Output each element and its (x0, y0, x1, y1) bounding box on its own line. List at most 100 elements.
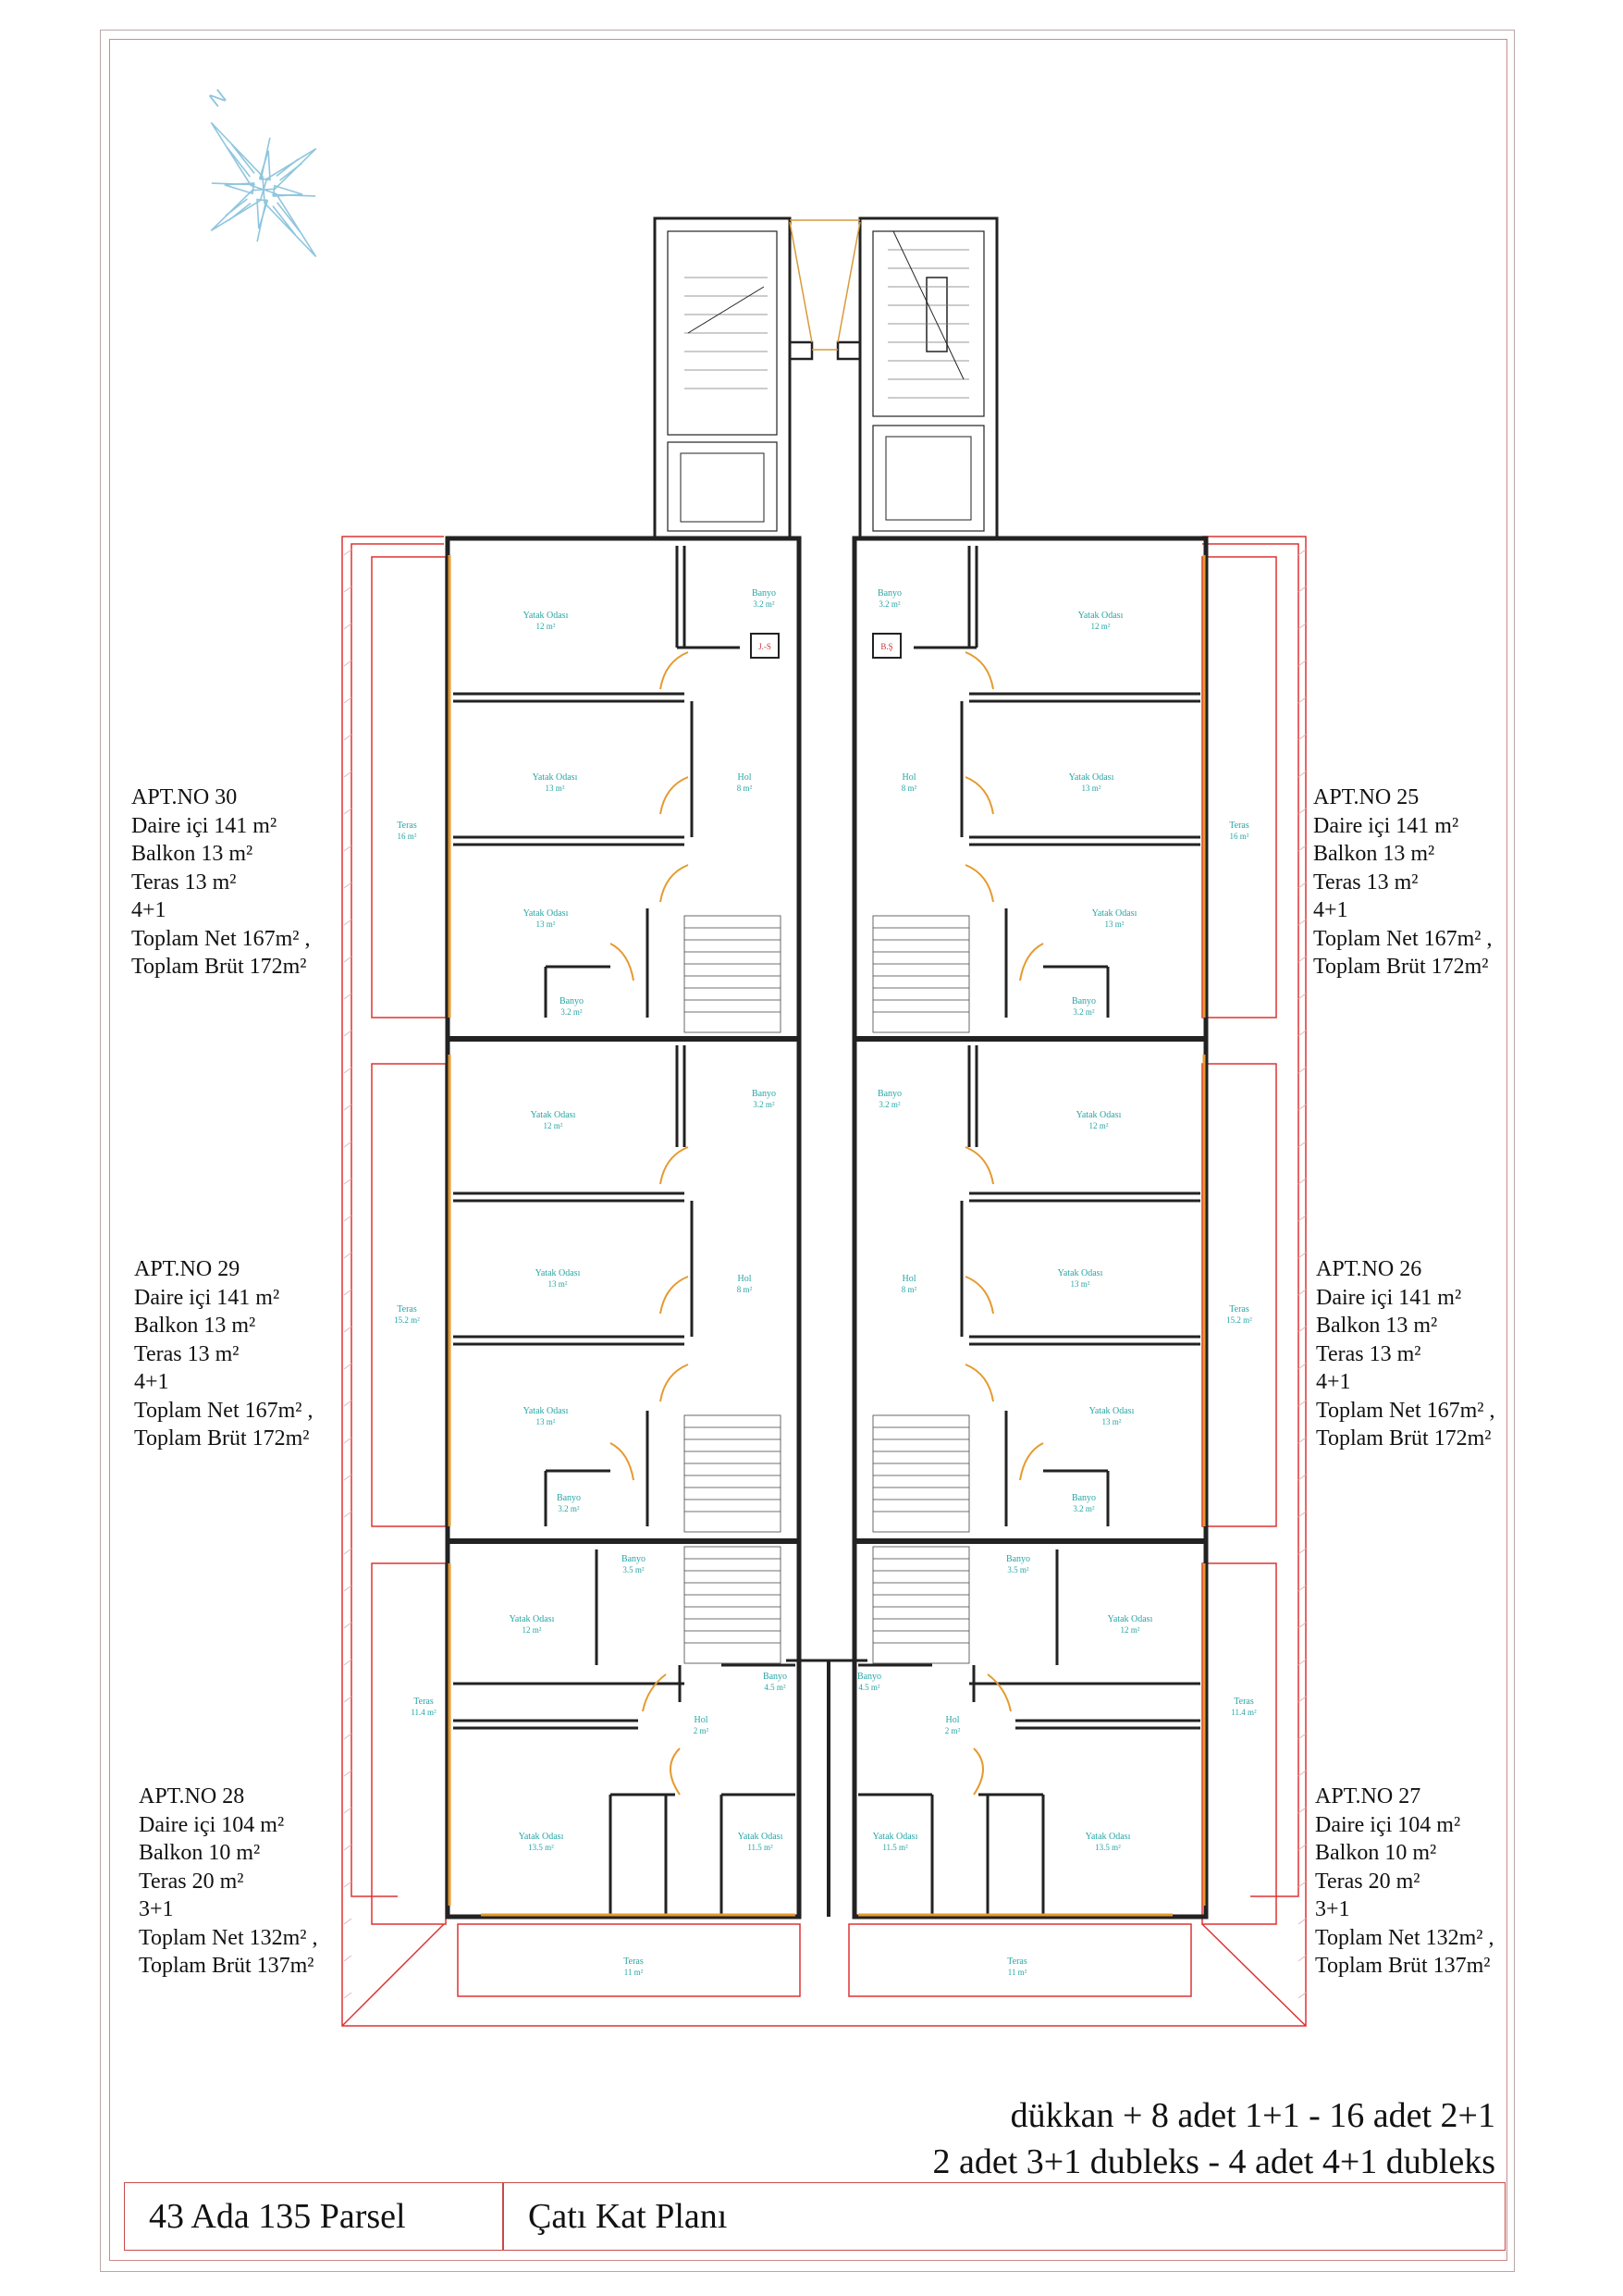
room-area: 3.2 m² (753, 1100, 775, 1109)
room-name: Yatak Odası (523, 611, 569, 621)
sheet-text: Çatı Kat Planı (528, 2197, 728, 2236)
interior-partitions-right (858, 546, 1200, 1917)
room-name: Yatak Odası (510, 1614, 555, 1624)
room-name: Banyo (559, 996, 584, 1006)
room-name: Teras (623, 1957, 644, 1967)
room-area: 11.4 m² (1231, 1708, 1257, 1717)
summary-line-1: dükkan + 8 adet 1+1 - 16 adet 2+1 (1010, 2096, 1495, 2135)
room-name: Yatak Odası (535, 1268, 581, 1278)
room-area: 3.2 m² (1073, 1007, 1095, 1017)
room-area: 12 m² (536, 622, 556, 631)
unit-summary: dükkan + 8 adet 1+1 - 16 adet 2+1 2 adet… (932, 2092, 1495, 2185)
room-area: 4.5 m² (858, 1683, 880, 1692)
room-area: 11.5 m² (882, 1843, 908, 1852)
room-name: Yatak Odası (523, 908, 569, 919)
outer-frame (100, 30, 1515, 2272)
room-name: Yatak Odası (1069, 772, 1114, 783)
room-name: Yatak Odası (1076, 1110, 1122, 1120)
internal-stairs (683, 915, 970, 1664)
room-area: 8 m² (737, 1285, 753, 1294)
room-area: 13 m² (1082, 784, 1101, 793)
room-area: 2 m² (694, 1726, 709, 1735)
room-name: Banyo (752, 588, 776, 599)
room-name: Teras (397, 1304, 417, 1315)
room-area: 13 m² (1071, 1279, 1090, 1289)
room-area: 12 m² (1091, 622, 1111, 631)
room-area: 3.2 m² (879, 599, 901, 609)
room-name: Teras (413, 1697, 434, 1707)
room-area: 13 m² (536, 920, 556, 929)
interior-partitions-left (453, 546, 795, 1917)
apt-name: APT.NO 30 (131, 785, 238, 809)
window-lines (448, 555, 1206, 1917)
terrace-outline (341, 536, 1307, 2027)
building-walls (445, 536, 1209, 1920)
room-area: 12 m² (544, 1121, 563, 1130)
room-name: Hol (738, 772, 752, 783)
room-area: 11.4 m² (411, 1708, 436, 1717)
room-area: 13 m² (1102, 1417, 1122, 1426)
room-name: Banyo (878, 1089, 902, 1099)
parcel-text: 43 Ada 135 Parsel (149, 2197, 406, 2236)
apt-name: APT.NO 26 (1316, 1257, 1422, 1281)
room-name: Banyo (557, 1493, 581, 1503)
room-area: 13 m² (546, 784, 565, 793)
room-area: 3.2 m² (1073, 1504, 1095, 1513)
room-area: 8 m² (902, 784, 917, 793)
room-name: Yatak Odası (531, 1110, 576, 1120)
inner-frame (109, 39, 1507, 2261)
room-name: Banyo (763, 1672, 787, 1682)
room-name: Teras (1234, 1697, 1254, 1707)
room-area: 11.5 m² (747, 1843, 773, 1852)
summary-line-2: 2 adet 3+1 dubleks - 4 adet 4+1 dubleks (932, 2142, 1495, 2181)
room-name: Yatak Odası (1089, 1406, 1135, 1416)
room-name: Teras (1007, 1957, 1027, 1967)
room-name: Hol (903, 1274, 916, 1284)
room-area: 16 m² (1230, 832, 1249, 841)
room-name: Teras (1229, 1304, 1249, 1315)
apt-name: APT.NO 29 (134, 1257, 240, 1281)
room-area: 13 m² (1105, 920, 1125, 929)
room-name: Yatak Odası (1058, 1268, 1103, 1278)
room-area: 15.2 m² (1226, 1315, 1252, 1325)
door-swings (609, 651, 1044, 1796)
room-area: 2 m² (945, 1726, 961, 1735)
room-name: Yatak Odası (1092, 908, 1137, 919)
parcel-title: 43 Ada 135 Parsel (124, 2182, 503, 2251)
room-area: 12 m² (1089, 1121, 1109, 1130)
room-area: 13.5 m² (528, 1843, 554, 1852)
room-area: 15.2 m² (394, 1315, 420, 1325)
room-area: 12 m² (1121, 1625, 1140, 1635)
room-area: 3.2 m² (753, 599, 775, 609)
room-area: 16 m² (398, 832, 417, 841)
room-area: 13.5 m² (1095, 1843, 1121, 1852)
room-area: 3.5 m² (1007, 1565, 1029, 1574)
shaft-label: B.Ş (880, 642, 892, 651)
room-name: Banyo (857, 1672, 881, 1682)
apt-name: APT.NO 25 (1313, 785, 1420, 809)
room-name: Yatak Odası (519, 1832, 564, 1842)
room-area: 3.2 m² (558, 1504, 580, 1513)
room-area: 3.5 m² (622, 1565, 645, 1574)
room-area: 12 m² (523, 1625, 542, 1635)
north-label: N (204, 84, 230, 111)
room-name: Hol (695, 1715, 708, 1725)
room-name: Banyo (878, 588, 902, 599)
room-name: Yatak Odası (738, 1832, 783, 1842)
room-area: 13 m² (548, 1279, 568, 1289)
shafts: J.-S B.Ş (750, 633, 902, 659)
room-area: 8 m² (737, 784, 753, 793)
parapet-hatch (343, 549, 1307, 1999)
room-name: Yatak Odası (1078, 611, 1124, 621)
room-name: Teras (397, 821, 417, 831)
room-name: Teras (1229, 821, 1249, 831)
room-name: Hol (903, 772, 916, 783)
room-name: Yatak Odası (523, 1406, 569, 1416)
apt-name: APT.NO 28 (139, 1784, 245, 1808)
